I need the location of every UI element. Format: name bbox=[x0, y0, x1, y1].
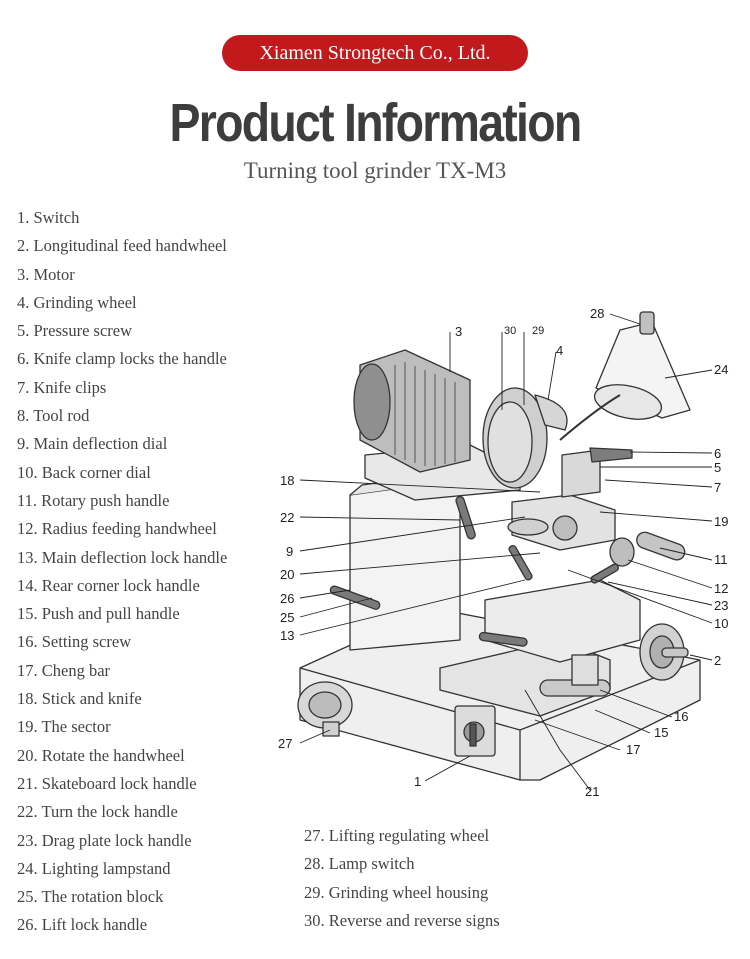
list-item: 26. Lift lock handle bbox=[17, 915, 148, 935]
callout-number: 17 bbox=[626, 742, 640, 757]
callout-number: 21 bbox=[585, 784, 599, 799]
list-item: 15. Push and pull handle bbox=[17, 604, 180, 624]
list-item: 29. Grinding wheel housing bbox=[304, 882, 489, 902]
callout-number: 6 bbox=[714, 446, 721, 461]
list-item: 20. Rotate the handwheel bbox=[17, 745, 185, 765]
list-item: 5. Pressure screw bbox=[17, 321, 133, 341]
list-item: 27. Lifting regulating wheel bbox=[304, 826, 490, 845]
list-item: 16. Setting screw bbox=[17, 632, 132, 652]
list-item: 1. Switch bbox=[17, 208, 80, 227]
callout-number: 4 bbox=[556, 343, 563, 358]
list-item: 10. Back corner dial bbox=[17, 462, 151, 482]
callout-number: 19 bbox=[714, 514, 728, 529]
list-item: 7. Knife clips bbox=[17, 377, 107, 397]
callout-number: 26 bbox=[280, 591, 294, 606]
list-item: 19. The sector bbox=[17, 717, 111, 737]
callout-number: 15 bbox=[654, 725, 668, 740]
callout-number: 13 bbox=[280, 628, 294, 643]
list-item: 12. Radius feeding handwheel bbox=[17, 519, 217, 539]
callout-number: 25 bbox=[280, 610, 294, 625]
callout-number: 12 bbox=[714, 581, 728, 596]
list-item: 30. Reverse and reverse signs bbox=[304, 910, 500, 930]
callout-number: 30 bbox=[504, 325, 516, 337]
list-item: 28. Lamp switch bbox=[304, 854, 415, 874]
list-item: 8. Tool rod bbox=[17, 406, 90, 426]
callout-number: 3 bbox=[455, 324, 462, 339]
callout-number: 22 bbox=[280, 510, 294, 525]
list-item: 4. Grinding wheel bbox=[17, 292, 137, 312]
company-banner: Xiamen Strongtech Co., Ltd. bbox=[222, 35, 528, 71]
callout-number: 28 bbox=[590, 306, 604, 321]
callout-number: 27 bbox=[278, 736, 292, 751]
callout-number: 20 bbox=[280, 567, 294, 582]
parts-list-continued: 27. Lifting regulating wheel 28. Lamp sw… bbox=[304, 822, 500, 935]
page-title: Product Information bbox=[169, 93, 582, 153]
callout-number: 9 bbox=[286, 544, 293, 559]
list-item: 24. Lighting lampstand bbox=[17, 858, 171, 878]
list-item: 22. Turn the lock handle bbox=[17, 802, 178, 822]
callout-number: 2 bbox=[714, 653, 721, 668]
list-item: 3. Motor bbox=[17, 264, 75, 284]
list-item: 9. Main deflection dial bbox=[17, 434, 168, 454]
list-item: 2. Longitudinal feed handwheel bbox=[17, 236, 227, 256]
list-item: 18. Stick and knife bbox=[17, 689, 142, 709]
list-item: 23. Drag plate lock handle bbox=[17, 830, 192, 850]
list-item: 14. Rear corner lock handle bbox=[17, 575, 200, 595]
callout-number: 18 bbox=[280, 473, 294, 488]
callout-number: 10 bbox=[714, 616, 728, 631]
list-item: 11. Rotary push handle bbox=[17, 490, 170, 510]
list-item: 6. Knife clamp locks the handle bbox=[17, 349, 227, 369]
list-item: 13. Main deflection lock handle bbox=[17, 547, 228, 567]
callout-number: 5 bbox=[714, 460, 721, 475]
list-item: 21. Skateboard lock handle bbox=[17, 773, 197, 793]
machine-diagram: 28 3 30 29 4 24 6 5 7 18 19 22 9 11 20 1… bbox=[278, 306, 728, 799]
parts-list: 1. Switch 2. Longitudinal feed handwheel… bbox=[17, 204, 227, 940]
callout-number: 1 bbox=[414, 774, 421, 789]
list-item: 25. The rotation block bbox=[17, 887, 164, 907]
callout-number: 29 bbox=[532, 325, 544, 337]
callout-number: 16 bbox=[674, 709, 688, 724]
callout-number: 11 bbox=[714, 552, 728, 567]
callout-number: 23 bbox=[714, 598, 728, 613]
callout-number: 24 bbox=[714, 362, 728, 377]
callout-number: 7 bbox=[714, 480, 721, 495]
page-subtitle: Turning tool grinder TX-M3 bbox=[243, 158, 507, 183]
list-item: 17. Cheng bar bbox=[17, 660, 111, 680]
